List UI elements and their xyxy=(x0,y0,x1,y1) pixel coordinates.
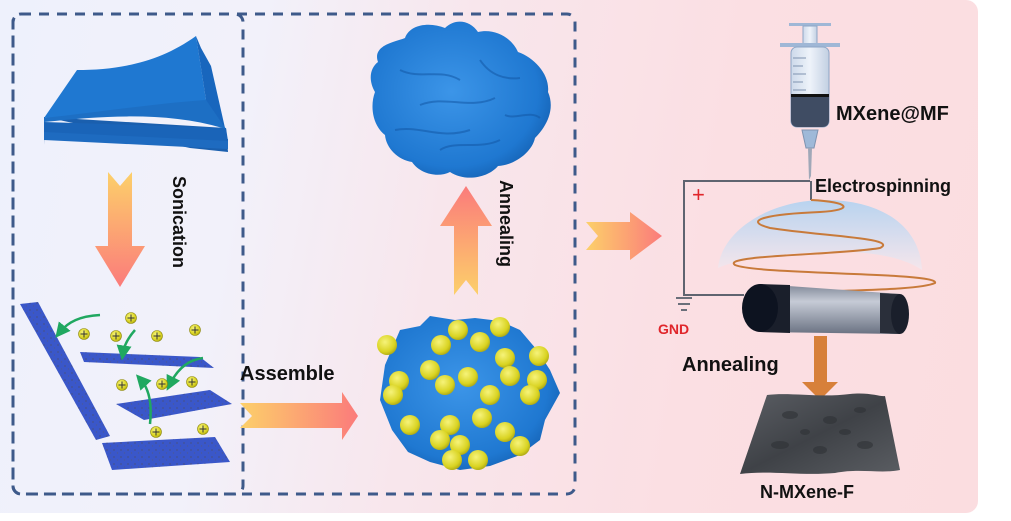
charged-particle xyxy=(116,379,128,391)
adsorbed-particle xyxy=(490,317,510,337)
charged-particle xyxy=(125,312,137,324)
adsorbed-particle xyxy=(420,360,440,380)
syringe-icon xyxy=(780,23,840,180)
sonication-label: Sonication xyxy=(169,176,189,269)
annealing-up-arrow xyxy=(440,186,492,295)
adsorbed-particle xyxy=(520,385,540,405)
adsorbed-particle xyxy=(383,385,403,405)
assemble-label: Assemble xyxy=(240,363,335,385)
circuit-wires xyxy=(683,180,812,296)
collector-drum xyxy=(742,284,909,334)
annealing-label-fiber: Annealing xyxy=(682,354,779,376)
positive-terminal-sign: + xyxy=(692,182,705,207)
adsorbed-particle xyxy=(431,335,451,355)
dashed-process-border xyxy=(11,12,577,496)
adsorbed-particle xyxy=(450,435,470,455)
annealing-down-arrow xyxy=(802,336,838,400)
adsorbed-particle xyxy=(495,348,515,368)
adsorbed-particle xyxy=(377,335,397,355)
charged-particle xyxy=(150,426,162,438)
adsorbed-particle xyxy=(442,450,462,470)
electrospinning-label: Electrospinning xyxy=(815,176,952,196)
adsorbed-particle xyxy=(435,375,455,395)
precursor-label: MXene@MF xyxy=(836,103,949,125)
adsorbed-particle xyxy=(472,408,492,428)
assemble-arrow xyxy=(240,392,358,440)
ground-symbol xyxy=(676,297,692,311)
adsorbed-particle xyxy=(527,370,547,390)
charged-particle xyxy=(151,330,163,342)
sonication-arrow xyxy=(95,172,145,287)
mxene-nanosheets xyxy=(20,302,232,470)
adsorbed-particle xyxy=(500,366,520,386)
annealing-label-vertical: Annealing xyxy=(496,180,516,268)
charged-particle xyxy=(156,378,168,390)
n-mxene-fiber-film xyxy=(740,393,900,474)
crumpled-mxene-sphere xyxy=(370,21,551,178)
adsorbed-particle xyxy=(480,385,500,405)
adsorbed-particle xyxy=(448,320,468,340)
adsorbed-particle xyxy=(510,436,530,456)
electrospun-jet xyxy=(732,199,937,293)
charged-particles xyxy=(78,312,209,438)
product-label: N-MXene-F xyxy=(760,482,854,502)
adsorbed-particle xyxy=(468,450,488,470)
charged-particle xyxy=(110,330,122,342)
bulk-mxene-stack xyxy=(44,36,228,152)
charged-particle xyxy=(78,328,90,340)
charged-particle xyxy=(189,324,201,336)
adsorbed-particle xyxy=(440,415,460,435)
adsorption-arrows xyxy=(55,313,204,425)
assembled-composite xyxy=(377,316,560,470)
adsorbed-particle xyxy=(458,367,478,387)
ground-label: GND xyxy=(658,321,690,337)
process-transition-arrow xyxy=(586,212,662,260)
adsorbed-particle xyxy=(529,346,549,366)
charged-particle xyxy=(197,423,209,435)
adsorbed-particle xyxy=(495,422,515,442)
adsorbed-particle xyxy=(470,332,490,352)
adsorbed-particle xyxy=(400,415,420,435)
charged-particle xyxy=(186,376,198,388)
adsorbed-particle xyxy=(430,430,450,450)
